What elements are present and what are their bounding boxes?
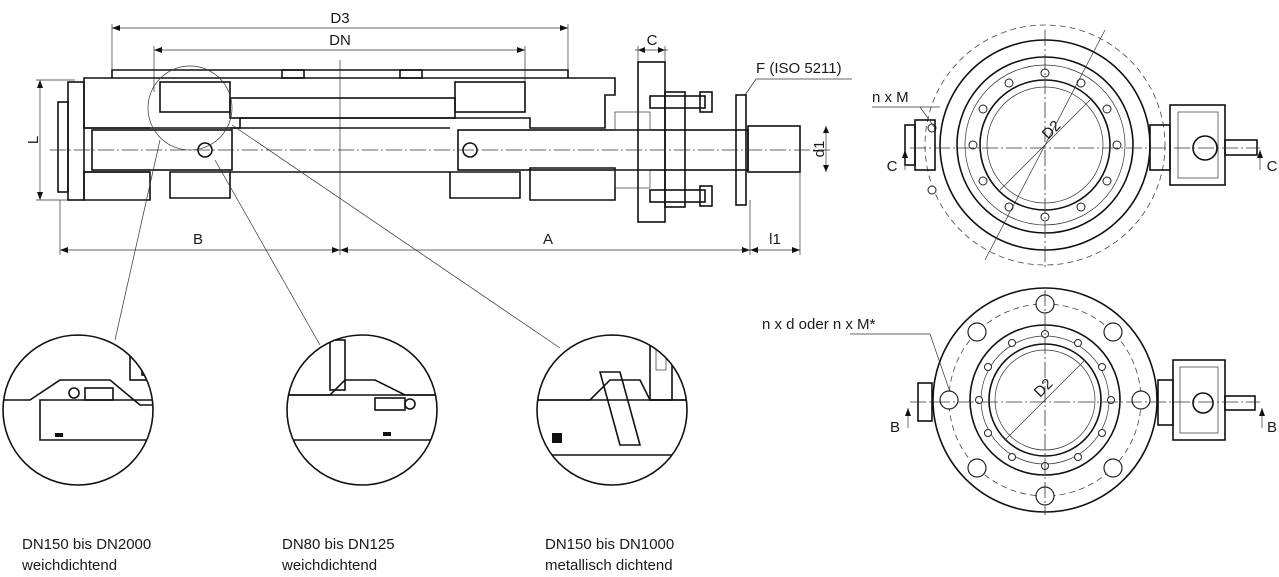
dimension-b-a-l1: B A l1 bbox=[59, 60, 801, 255]
top-view-section-c-right: C bbox=[1267, 158, 1278, 175]
detail-1-caption-line1: DN150 bis DN2000 bbox=[22, 536, 151, 553]
dimension-l1-label: l1 bbox=[769, 231, 781, 248]
dimension-f-label: F (ISO 5211) bbox=[756, 60, 842, 77]
detail-2-caption-line1: DN80 bis DN125 bbox=[282, 536, 395, 553]
detail-view-2 bbox=[286, 334, 438, 486]
dimension-d3: D3 bbox=[111, 10, 569, 78]
bottom-right-view: D2 n x d oder n x M* B B bbox=[762, 287, 1277, 515]
bottom-view-section-b-right: B bbox=[1267, 419, 1277, 436]
main-section-view: D3 DN C F (ISO 5211) bbox=[25, 10, 852, 349]
dimension-dn-label: DN bbox=[329, 32, 351, 49]
bottom-view-section-b-left: B bbox=[890, 419, 900, 436]
detail-1-caption-line2: weichdichtend bbox=[21, 557, 117, 574]
dimension-a-label: A bbox=[543, 231, 553, 248]
detail-3-caption-line1: DN150 bis DN1000 bbox=[545, 536, 674, 553]
bottom-view-nxd-label: n x d oder n x M* bbox=[762, 316, 876, 333]
dimension-d1: d1 bbox=[811, 126, 829, 172]
detail-captions: DN150 bis DN2000 weichdichtend DN80 bis … bbox=[21, 536, 674, 574]
dimension-b-label: B bbox=[193, 231, 203, 248]
dimension-dn: DN bbox=[153, 32, 526, 92]
top-view-section-c-left: C bbox=[887, 158, 898, 175]
detail-view-3 bbox=[536, 334, 688, 486]
dimension-d1-label: d1 bbox=[811, 141, 828, 158]
valve-body bbox=[50, 61, 830, 349]
detail-2-caption-line2: weichdichtend bbox=[281, 557, 377, 574]
dimension-c-label: C bbox=[647, 32, 658, 49]
top-view-d2-label: D2 bbox=[1039, 117, 1065, 143]
dimension-d3-label: D3 bbox=[330, 10, 349, 27]
dimension-c: C bbox=[635, 32, 668, 70]
bottom-view-d2-label: D2 bbox=[1031, 375, 1057, 401]
dimension-l-label: L bbox=[25, 136, 42, 144]
dimension-f: F (ISO 5211) bbox=[744, 60, 852, 96]
detail-view-1 bbox=[2, 334, 154, 486]
detail-3-caption-line2: metallisch dichtend bbox=[545, 557, 673, 574]
top-view-nxm-label: n x M bbox=[872, 89, 909, 106]
top-right-view: D2 n x M C C bbox=[872, 24, 1278, 270]
